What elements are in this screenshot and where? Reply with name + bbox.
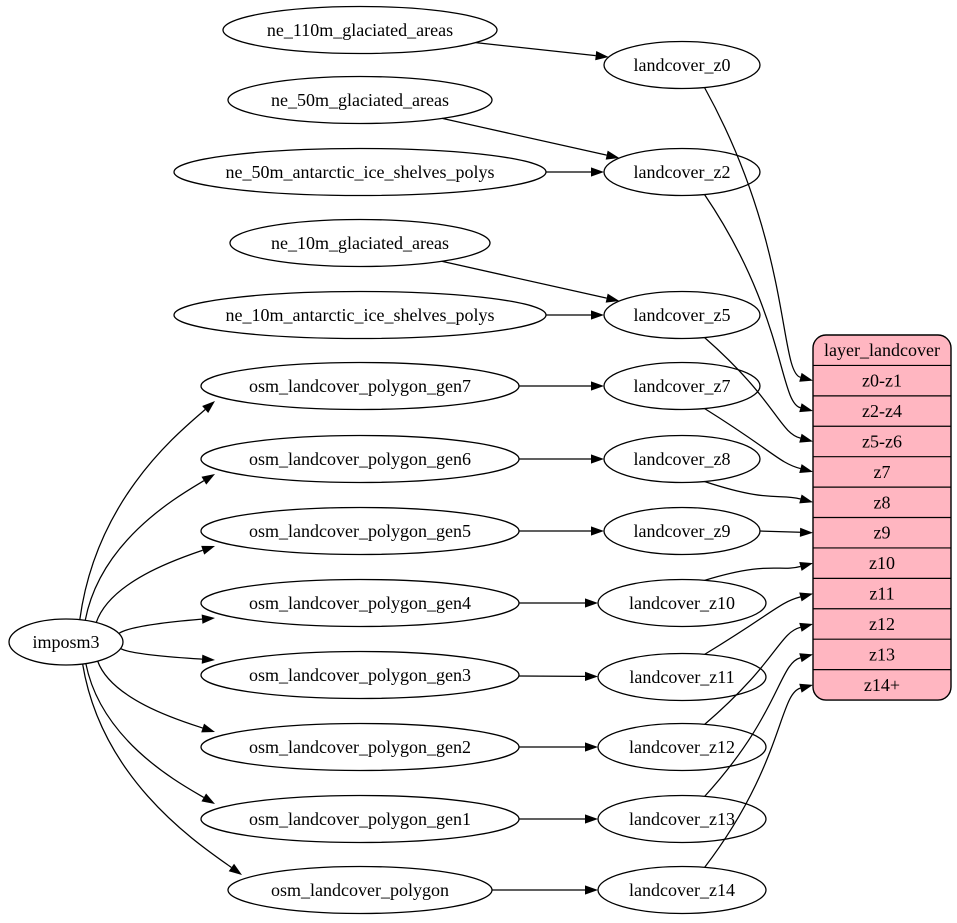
edge-landcover_z13-to-row-z13 bbox=[704, 657, 801, 797]
edge-ne_50m_glaciated_areas-to-landcover_z2-arrowhead bbox=[605, 150, 620, 160]
node-ne_110m_glaciated_areas bbox=[222, 5, 498, 55]
edge-landcover_z10-to-row-z10 bbox=[704, 565, 801, 581]
edge-landcover_z8-to-row-z8-arrowhead bbox=[799, 494, 813, 504]
node-label-osm_landcover_polygon_gen2: osm_landcover_polygon_gen2 bbox=[249, 737, 471, 757]
node-label-landcover_z12: landcover_z12 bbox=[629, 737, 735, 757]
node-label-imposm3: imposm3 bbox=[32, 632, 99, 652]
node-label-osm_landcover_polygon_gen4: osm_landcover_polygon_gen4 bbox=[249, 593, 471, 613]
layer-table-row-z13: z13 bbox=[869, 644, 895, 664]
node-landcover_z11 bbox=[597, 652, 767, 702]
node-label-landcover_z13: landcover_z13 bbox=[629, 809, 735, 829]
edge-imposm3-to-osm_landcover_polygon_gen6-arrowhead bbox=[201, 474, 215, 485]
edge-ne_110m_glaciated_areas-to-landcover_z0 bbox=[475, 41, 596, 57]
node-ne_10m_glaciated_areas bbox=[229, 218, 491, 268]
layer-table-row-z2-z4: z2-z4 bbox=[862, 401, 902, 421]
edge-imposm3-to-osm_landcover_polygon_gen3-arrowhead bbox=[201, 654, 215, 664]
edge-imposm3-to-osm_landcover_polygon_gen2-arrowhead bbox=[201, 723, 215, 733]
edge-landcover_z7-to-row-z7 bbox=[704, 407, 801, 470]
node-label-landcover_z7: landcover_z7 bbox=[634, 376, 731, 396]
edge-landcover_z2-to-row-z2-z4 bbox=[703, 194, 801, 409]
edge-imposm3-to-osm_landcover_polygon_gen3 bbox=[120, 648, 203, 660]
edge-imposm3-to-osm_landcover_polygon_gen5 bbox=[95, 549, 203, 623]
node-imposm3 bbox=[8, 618, 124, 666]
node-label-ne_10m_antarctic_ice_shelves_polys: ne_10m_antarctic_ice_shelves_polys bbox=[226, 305, 495, 325]
layer-table-row-z12: z12 bbox=[869, 614, 895, 634]
edge-imposm3-to-osm_landcover_polygon bbox=[82, 663, 232, 868]
edge-imposm3-to-osm_landcover_polygon_gen5-arrowhead bbox=[201, 545, 215, 555]
edge-landcover_z14-to-row-z14+-arrowhead bbox=[799, 683, 813, 693]
node-label-ne_10m_glaciated_areas: ne_10m_glaciated_areas bbox=[271, 233, 449, 253]
edge-osm_landcover_polygon_gen7-to-landcover_z7-arrowhead bbox=[591, 381, 604, 391]
node-label-landcover_z5: landcover_z5 bbox=[634, 305, 731, 325]
edge-imposm3-to-osm_landcover_polygon_gen1 bbox=[85, 663, 205, 798]
edge-ne_50m_antarctic_ice_shelves_polys-to-landcover_z2-arrowhead bbox=[591, 167, 604, 177]
layer-table-row-z11: z11 bbox=[869, 584, 894, 604]
node-landcover_z0 bbox=[603, 40, 761, 90]
node-label-landcover_z0: landcover_z0 bbox=[634, 55, 731, 75]
edge-osm_landcover_polygon_gen5-to-landcover_z9-arrowhead bbox=[591, 526, 604, 536]
edge-landcover_z5-to-row-z5-z6-arrowhead bbox=[799, 433, 813, 443]
node-label-landcover_z14: landcover_z14 bbox=[629, 880, 735, 900]
layer-table-row-z14+: z14+ bbox=[864, 675, 900, 695]
edge-landcover_z0-to-row-z0-z1 bbox=[703, 87, 801, 378]
node-label-landcover_z11: landcover_z11 bbox=[629, 667, 734, 687]
node-label-osm_landcover_polygon_gen5: osm_landcover_polygon_gen5 bbox=[249, 521, 471, 541]
node-ne_50m_glaciated_areas bbox=[227, 75, 493, 125]
layer-table-row-z0-z1: z0-z1 bbox=[862, 371, 902, 391]
node-osm_landcover_polygon_gen3 bbox=[200, 650, 520, 700]
layer-table-row-z8: z8 bbox=[874, 492, 891, 512]
edge-landcover_z5-to-row-z5-z6 bbox=[704, 337, 801, 439]
edge-osm_landcover_polygon_gen6-to-landcover_z8-arrowhead bbox=[591, 454, 604, 464]
edge-landcover_z9-to-row-z9 bbox=[759, 530, 801, 533]
node-label-osm_landcover_polygon_gen6: osm_landcover_polygon_gen6 bbox=[249, 449, 471, 469]
edge-ne_110m_glaciated_areas-to-landcover_z0-arrowhead bbox=[595, 51, 609, 61]
node-label-osm_landcover_polygon_gen3: osm_landcover_polygon_gen3 bbox=[249, 665, 471, 685]
edge-ne_10m_glaciated_areas-to-landcover_z5 bbox=[441, 260, 607, 299]
edge-imposm3-to-osm_landcover_polygon_gen2 bbox=[97, 660, 203, 729]
layer-table-row-z5-z6: z5-z6 bbox=[862, 431, 902, 451]
node-label-osm_landcover_polygon_gen7: osm_landcover_polygon_gen7 bbox=[249, 376, 471, 396]
edge-osm_landcover_polygon-to-landcover_z14-arrowhead bbox=[585, 885, 598, 895]
layer-table-title: layer_landcover bbox=[824, 340, 940, 360]
node-label-landcover_z10: landcover_z10 bbox=[629, 593, 735, 613]
node-label-ne_50m_glaciated_areas: ne_50m_glaciated_areas bbox=[271, 90, 449, 110]
edge-imposm3-to-osm_landcover_polygon_gen1-arrowhead bbox=[201, 793, 215, 804]
edge-ne_10m_antarctic_ice_shelves_polys-to-landcover_z5-arrowhead bbox=[591, 310, 604, 320]
edge-landcover_z9-to-row-z9-arrowhead bbox=[799, 527, 813, 537]
edge-imposm3-to-osm_landcover_polygon_gen6 bbox=[84, 480, 205, 621]
layer-table-row-z10: z10 bbox=[869, 553, 895, 573]
edge-imposm3-to-osm_landcover_polygon_gen7-arrowhead bbox=[202, 401, 215, 413]
edge-imposm3-to-osm_landcover_polygon_gen4 bbox=[118, 618, 203, 635]
edge-landcover_z2-to-row-z2-z4-arrowhead bbox=[799, 403, 813, 413]
edge-osm_landcover_polygon_gen4-to-landcover_z10-arrowhead bbox=[585, 598, 598, 608]
edge-ne_10m_glaciated_areas-to-landcover_z5-arrowhead bbox=[605, 293, 620, 303]
edge-imposm3-to-osm_landcover_polygon_gen7 bbox=[79, 409, 206, 620]
node-label-ne_50m_antarctic_ice_shelves_polys: ne_50m_antarctic_ice_shelves_polys bbox=[226, 162, 495, 182]
node-label-landcover_z9: landcover_z9 bbox=[634, 521, 731, 541]
edge-landcover_z11-to-row-z11 bbox=[704, 596, 801, 655]
edge-ne_50m_glaciated_areas-to-landcover_z2 bbox=[442, 117, 607, 156]
edge-imposm3-to-osm_landcover_polygon_gen4-arrowhead bbox=[201, 614, 215, 624]
node-label-osm_landcover_polygon_gen1: osm_landcover_polygon_gen1 bbox=[249, 809, 471, 829]
layer-table-row-z9: z9 bbox=[874, 523, 891, 543]
node-label-landcover_z8: landcover_z8 bbox=[634, 449, 731, 469]
layer-table-row-z7: z7 bbox=[874, 462, 891, 482]
edge-landcover_z7-to-row-z7-arrowhead bbox=[799, 464, 813, 474]
edge-imposm3-to-osm_landcover_polygon-arrowhead bbox=[228, 863, 242, 875]
edge-osm_landcover_polygon_gen2-to-landcover_z12-arrowhead bbox=[585, 742, 598, 752]
edge-landcover_z12-to-row-z12-arrowhead bbox=[799, 622, 813, 632]
edge-osm_landcover_polygon_gen1-to-landcover_z13-arrowhead bbox=[585, 814, 598, 824]
edge-landcover_z11-to-row-z11-arrowhead bbox=[799, 592, 813, 602]
edge-landcover_z12-to-row-z12 bbox=[704, 626, 801, 725]
edge-landcover_z13-to-row-z13-arrowhead bbox=[799, 653, 813, 663]
node-label-landcover_z2: landcover_z2 bbox=[634, 162, 731, 182]
edge-landcover_z10-to-row-z10-arrowhead bbox=[799, 562, 813, 571]
edge-landcover_z8-to-row-z8 bbox=[704, 480, 801, 500]
edge-osm_landcover_polygon_gen3-to-landcover_z11-arrowhead bbox=[584, 671, 599, 681]
node-label-ne_110m_glaciated_areas: ne_110m_glaciated_areas bbox=[267, 20, 453, 40]
node-label-osm_landcover_polygon: osm_landcover_polygon bbox=[271, 880, 449, 900]
edge-landcover_z14-to-row-z14+ bbox=[704, 687, 801, 868]
edge-landcover_z0-to-row-z0-z1-arrowhead bbox=[799, 372, 813, 382]
